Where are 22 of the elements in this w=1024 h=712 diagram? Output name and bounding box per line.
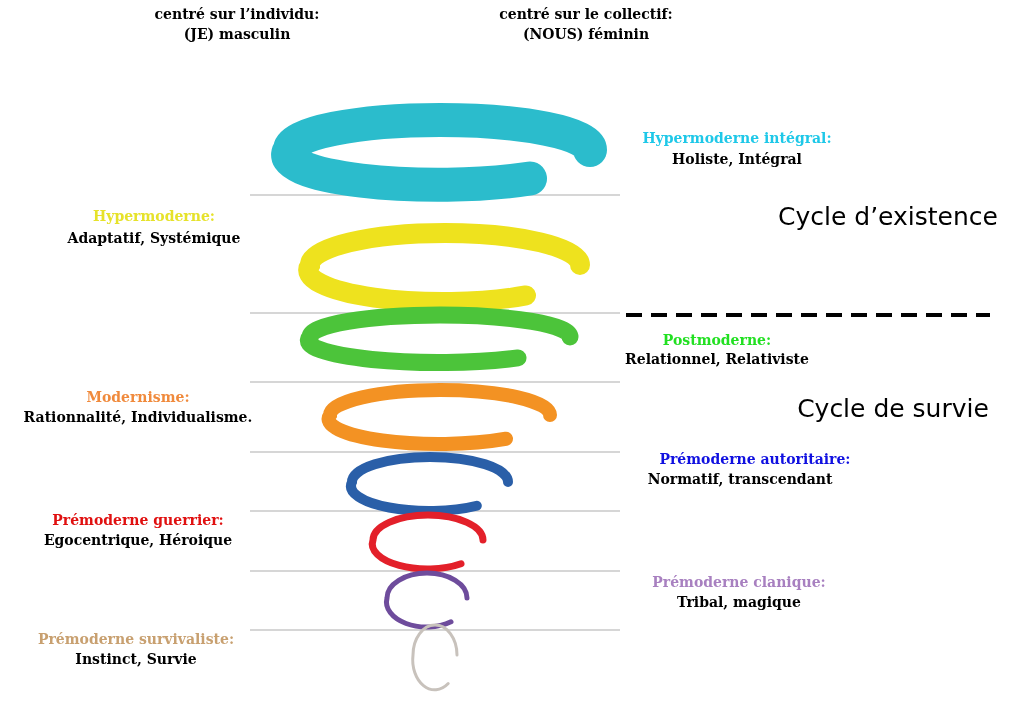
level-heading: Postmoderne: (662, 332, 772, 349)
level-heading: Hypermoderne intégral: (642, 130, 832, 147)
cycle-label: Cycle d’existence (778, 203, 998, 232)
level-description: Holiste, Intégral (672, 151, 802, 168)
cycle-label: Cycle de survie (797, 395, 989, 424)
level-description: Adaptatif, Systémique (67, 230, 241, 247)
column-heading: centré sur le collectif: (499, 6, 673, 23)
level-heading: Prémoderne guerrier: (52, 512, 224, 529)
level-heading: Hypermoderne: (93, 208, 215, 225)
level-description: Instinct, Survie (75, 651, 197, 668)
level-description: Relationnel, Relativiste (625, 351, 809, 368)
level-heading: Modernisme: (86, 389, 190, 406)
column-heading: (JE) masculin (183, 26, 291, 43)
level-description: Normatif, transcendant (647, 471, 833, 488)
column-heading: (NOUS) féminin (522, 26, 650, 43)
level-description: Rationnalité, Individualisme. (23, 409, 253, 426)
column-heading: centré sur l’individu: (154, 6, 320, 23)
level-description: Tribal, magique (677, 594, 801, 611)
level-heading: Prémoderne autoritaire: (659, 451, 851, 468)
level-description: Egocentrique, Héroique (43, 532, 233, 549)
level-heading: Prémoderne survivaliste: (37, 631, 235, 648)
level-heading: Prémoderne clanique: (652, 574, 826, 591)
